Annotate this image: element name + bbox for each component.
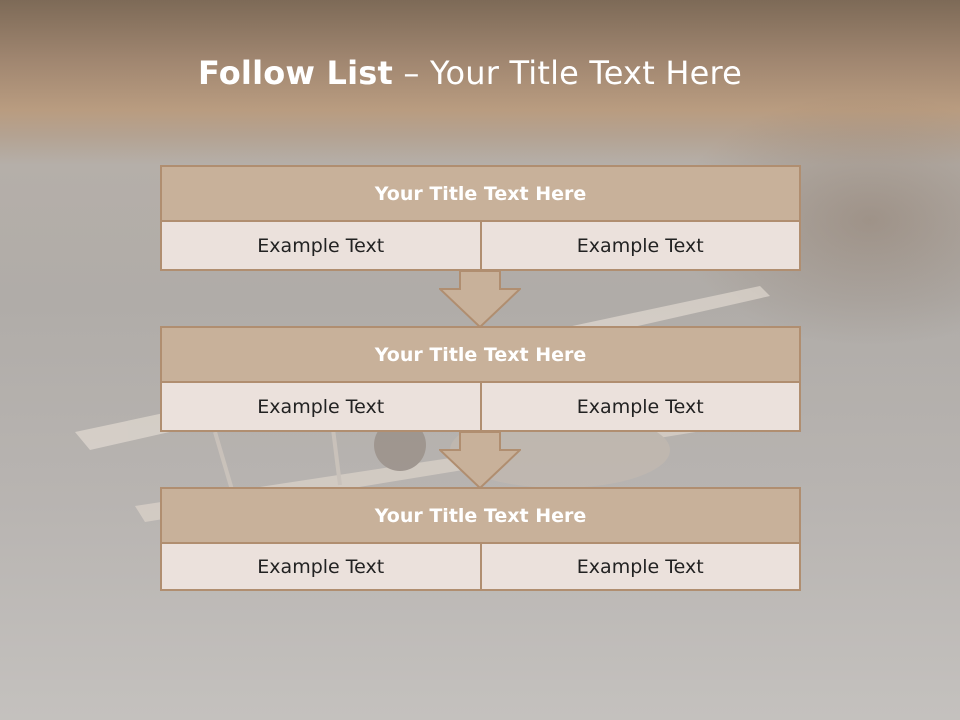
slide-title: Follow List – Your Title Text Here (0, 54, 940, 92)
block-cell-left: Example Text (160, 383, 482, 432)
block-cell-right: Example Text (481, 383, 801, 432)
down-arrow-icon (439, 271, 521, 329)
block-cell-left: Example Text (160, 544, 482, 591)
block-title: Your Title Text Here (160, 165, 801, 222)
block-cell-right: Example Text (481, 544, 801, 591)
list-block-3: Your Title Text Here Example Text Exampl… (160, 487, 801, 591)
block-title: Your Title Text Here (160, 326, 801, 383)
slide-title-bold: Follow List (197, 54, 394, 92)
block-cell-right: Example Text (481, 222, 801, 271)
slide-title-rest: – Your Title Text Here (393, 54, 743, 92)
block-title: Your Title Text Here (160, 487, 801, 544)
block-row: Example Text Example Text (160, 544, 801, 591)
block-row: Example Text Example Text (160, 383, 801, 432)
list-block-2: Your Title Text Here Example Text Exampl… (160, 326, 801, 432)
block-cell-left: Example Text (160, 222, 482, 271)
list-block-1: Your Title Text Here Example Text Exampl… (160, 165, 801, 271)
block-row: Example Text Example Text (160, 222, 801, 271)
down-arrow-icon (439, 432, 521, 490)
